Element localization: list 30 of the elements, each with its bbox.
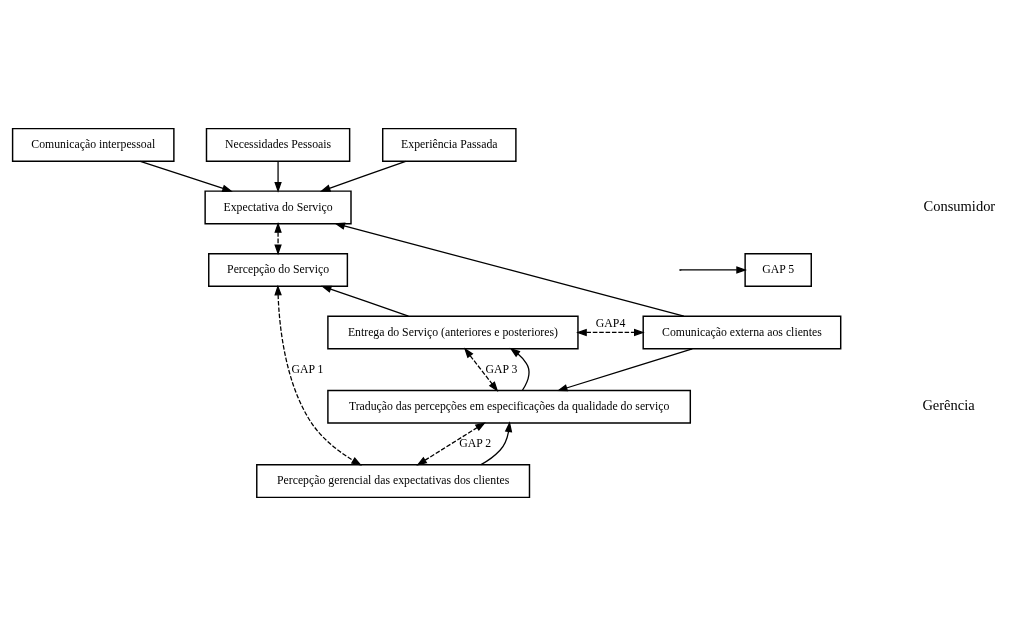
arrow [274,221,282,255]
edge-label: GAP4 [595,316,626,329]
arrow [416,421,486,466]
label: Gerência [922,396,975,413]
label: Consumidor [923,197,996,214]
arrow [139,160,233,192]
arrow [320,285,410,317]
arrow [274,284,362,466]
arrow [463,347,499,392]
node-box: Percepção do Serviço [208,252,349,287]
node-box: Expectativa do Serviço [204,189,352,224]
arrow [334,221,685,317]
arrow [319,160,407,192]
edge-label: GAP 2 [459,436,492,450]
arrow [680,265,747,274]
node-box: Tradução das percepções em especificações da qualidade do serviço [327,389,692,424]
node-box: Necessidades Pessoais [205,127,351,162]
node-box: Percepção gerencial das expectativas dos clientes [256,463,531,498]
arrow [509,347,530,391]
arrow [480,420,513,465]
edge-label: GAP 3 [485,362,518,376]
arrow [274,160,282,193]
arrow [576,328,645,336]
node-box: Comunicação interpessoal [11,127,175,162]
node-box: Experiência Passada [382,127,517,162]
edge-label: GAP 1 [291,362,324,376]
node-box: GAP 5 [744,252,812,287]
node-box: Comunicação externa aos clientes [642,314,842,349]
node-box: Entrega do Serviço (anteriores e posteriores) [327,314,579,349]
arrow [556,347,693,391]
